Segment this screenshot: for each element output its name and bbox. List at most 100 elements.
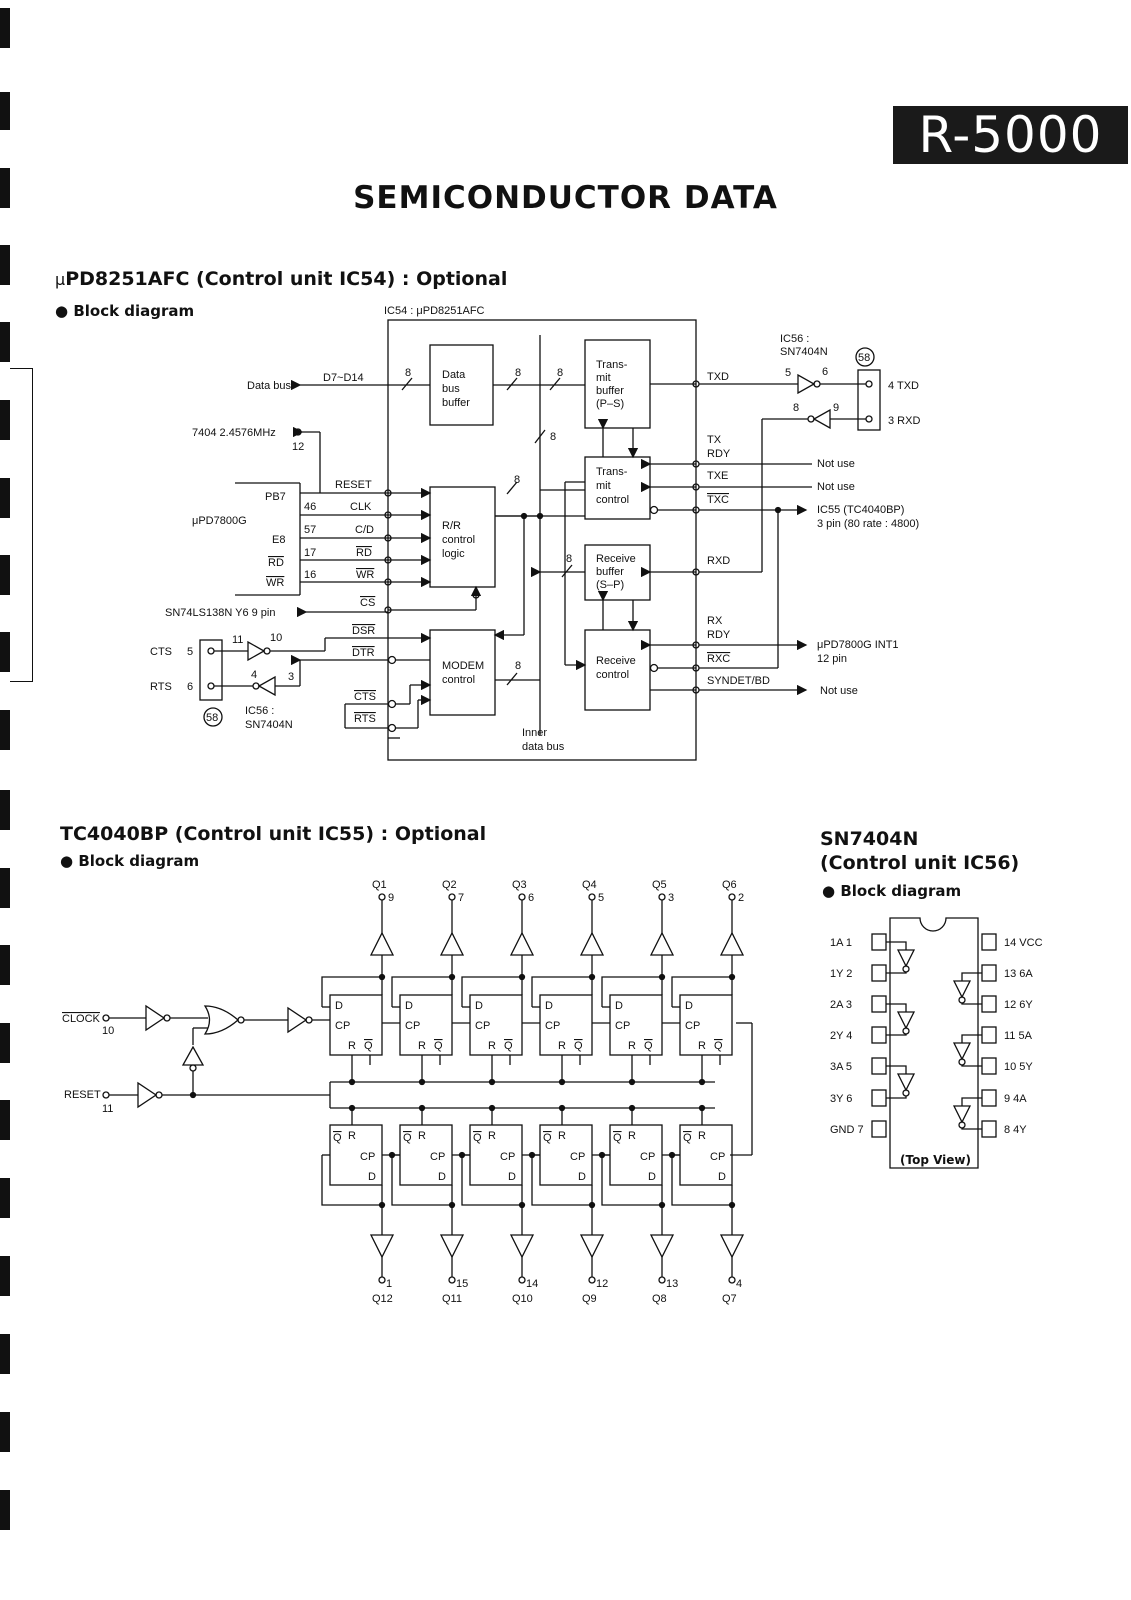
dbb-line-3: buffer <box>442 397 470 409</box>
ff-top-out-pinnum: 9 <box>388 892 394 904</box>
ff-bot-out-pin <box>378 1276 386 1284</box>
ff-top-q: Q <box>504 1040 513 1052</box>
ff-top-out-pin <box>588 893 596 901</box>
cts-pin: 5 <box>187 646 193 658</box>
ff-bot-out-pin <box>588 1276 596 1284</box>
bus-width-tb: 8 <box>557 367 563 379</box>
inv-out-wire <box>961 1003 982 1005</box>
ic56-left-pin: GND 7 <box>830 1124 864 1136</box>
ic56-left-pin: 1Y 2 <box>830 968 852 980</box>
ff-top-cp: CP <box>685 1020 700 1032</box>
sn7404-top-label: SN7404N <box>780 346 828 358</box>
sig-rts: RTS <box>354 713 376 725</box>
ic54-subheading: ● Block diagram <box>55 302 195 320</box>
ff-bot-out-pinnum: 13 <box>666 1278 678 1290</box>
inverter-gate <box>952 1105 972 1124</box>
pin-10: 10 <box>270 632 282 644</box>
pb7-label: PB7 <box>265 491 286 503</box>
ff-bot-chain-junction <box>388 1151 396 1159</box>
ff-top-buffer <box>509 931 535 956</box>
ff-bot-cp: CP <box>500 1151 515 1163</box>
ic56-right-pin-box <box>981 1089 997 1107</box>
sig-reset: RESET <box>335 479 372 491</box>
ff-bot-r: R <box>628 1130 636 1142</box>
bus-width-dbb: 8 <box>515 367 521 379</box>
ff-bot-feedback <box>391 1155 452 1206</box>
ic56-right-pin: 12 6Y <box>1004 999 1033 1011</box>
ic55-subheading-text: Block diagram <box>78 852 200 870</box>
ff-bot-feedback <box>671 1155 732 1206</box>
ff-bot-chain-junction <box>668 1151 676 1159</box>
ic56-left-pin-box <box>871 1057 887 1075</box>
ff-bot-cp: CP <box>570 1151 585 1163</box>
dbb-line-1: Data <box>442 369 466 381</box>
pin-16: 16 <box>304 569 316 581</box>
ff-bot-buffer <box>649 1234 675 1259</box>
ff-bot-out-pin <box>728 1276 736 1284</box>
rr-line-3: logic <box>442 548 465 560</box>
ff-bot-buffer <box>509 1234 535 1259</box>
upd7800g-label: μPD7800G <box>192 515 247 527</box>
ff-bot-out-name: Q8 <box>652 1293 667 1305</box>
receive-control-block <box>584 629 651 711</box>
ff-top-6 <box>679 994 733 1056</box>
ic56-right-pin: 9 4A <box>1004 1093 1027 1105</box>
inv-in-wire <box>961 972 982 981</box>
sig-rx: RX <box>707 615 723 627</box>
ff-bot-out-pin <box>448 1276 456 1284</box>
ic55-ref: IC55 (TC4040BP) <box>817 504 904 516</box>
ic56-left-pin: 3A 5 <box>830 1061 852 1073</box>
ff-bot-cp: CP <box>710 1151 725 1163</box>
ff-bot-out-pinnum: 12 <box>596 1278 608 1290</box>
ff-top-1 <box>329 994 383 1056</box>
ic56-right-pin: 10 5Y <box>1004 1061 1033 1073</box>
gate-pin-9: 9 <box>833 402 839 414</box>
rr-line-1: R/R <box>442 520 461 532</box>
ic56-right-pin-box <box>981 1120 997 1138</box>
ff-top-out-name: Q1 <box>372 879 387 891</box>
ff-top-r: R <box>488 1040 496 1052</box>
ff-bot-q: Q <box>543 1132 552 1144</box>
ic56-caption-text: (Top View) <box>900 1153 971 1167</box>
ff-top-buffer <box>719 931 745 956</box>
ff-bot-feedback <box>461 1155 522 1206</box>
tb-line-2: mit <box>596 372 611 384</box>
ff-top-feedback <box>391 976 452 1007</box>
tb-line-3: buffer <box>596 385 624 397</box>
data-bus-label: Data bus <box>247 380 292 392</box>
bus-width-rb: 8 <box>566 553 572 565</box>
pin-17: 17 <box>304 547 316 559</box>
clock-pin-label: 12 <box>292 441 304 453</box>
ic56-right-pin-box <box>981 933 997 951</box>
ff-top-r: R <box>418 1040 426 1052</box>
ff-top-5 <box>609 994 663 1056</box>
cts-label: CTS <box>150 646 172 658</box>
ff-top-out-name: Q5 <box>652 879 667 891</box>
ff-bot-r: R <box>418 1130 426 1142</box>
rc-line-2: control <box>596 669 629 681</box>
ic54-heading-text: PD8251AFC (Control unit IC54) : Optional <box>65 268 508 290</box>
ff-top-cp: CP <box>615 1020 630 1032</box>
clock-label: CLOCK <box>62 1013 101 1025</box>
ff-bot-out-name: Q12 <box>372 1293 393 1305</box>
inv-in-wire <box>886 941 907 950</box>
ff-top-q: Q <box>574 1040 583 1052</box>
ic54-block-diagram: IC54 : μPD8251AFC 8 Inner data bus Data … <box>150 305 920 761</box>
ff-top-buffer <box>439 931 465 956</box>
inverter-gate <box>896 949 916 968</box>
rts-pin: 6 <box>187 681 193 693</box>
ff-bot-r: R <box>558 1130 566 1142</box>
ff-top-out-name: Q4 <box>582 879 597 891</box>
wr-label: WR <box>266 577 284 589</box>
ff-top-out-pinnum: 2 <box>738 892 744 904</box>
ff-bot-chain-junction <box>528 1151 536 1159</box>
conn-58-upper: 58 <box>858 352 870 364</box>
ff-bot-out-name: Q7 <box>722 1293 737 1305</box>
inv-in-wire <box>961 1034 982 1043</box>
ic56-right-pin-box <box>981 1057 997 1075</box>
not-use-2: Not use <box>817 481 855 493</box>
ff-bot-feedback <box>601 1155 662 1206</box>
ff-top-feedback <box>321 976 382 1007</box>
